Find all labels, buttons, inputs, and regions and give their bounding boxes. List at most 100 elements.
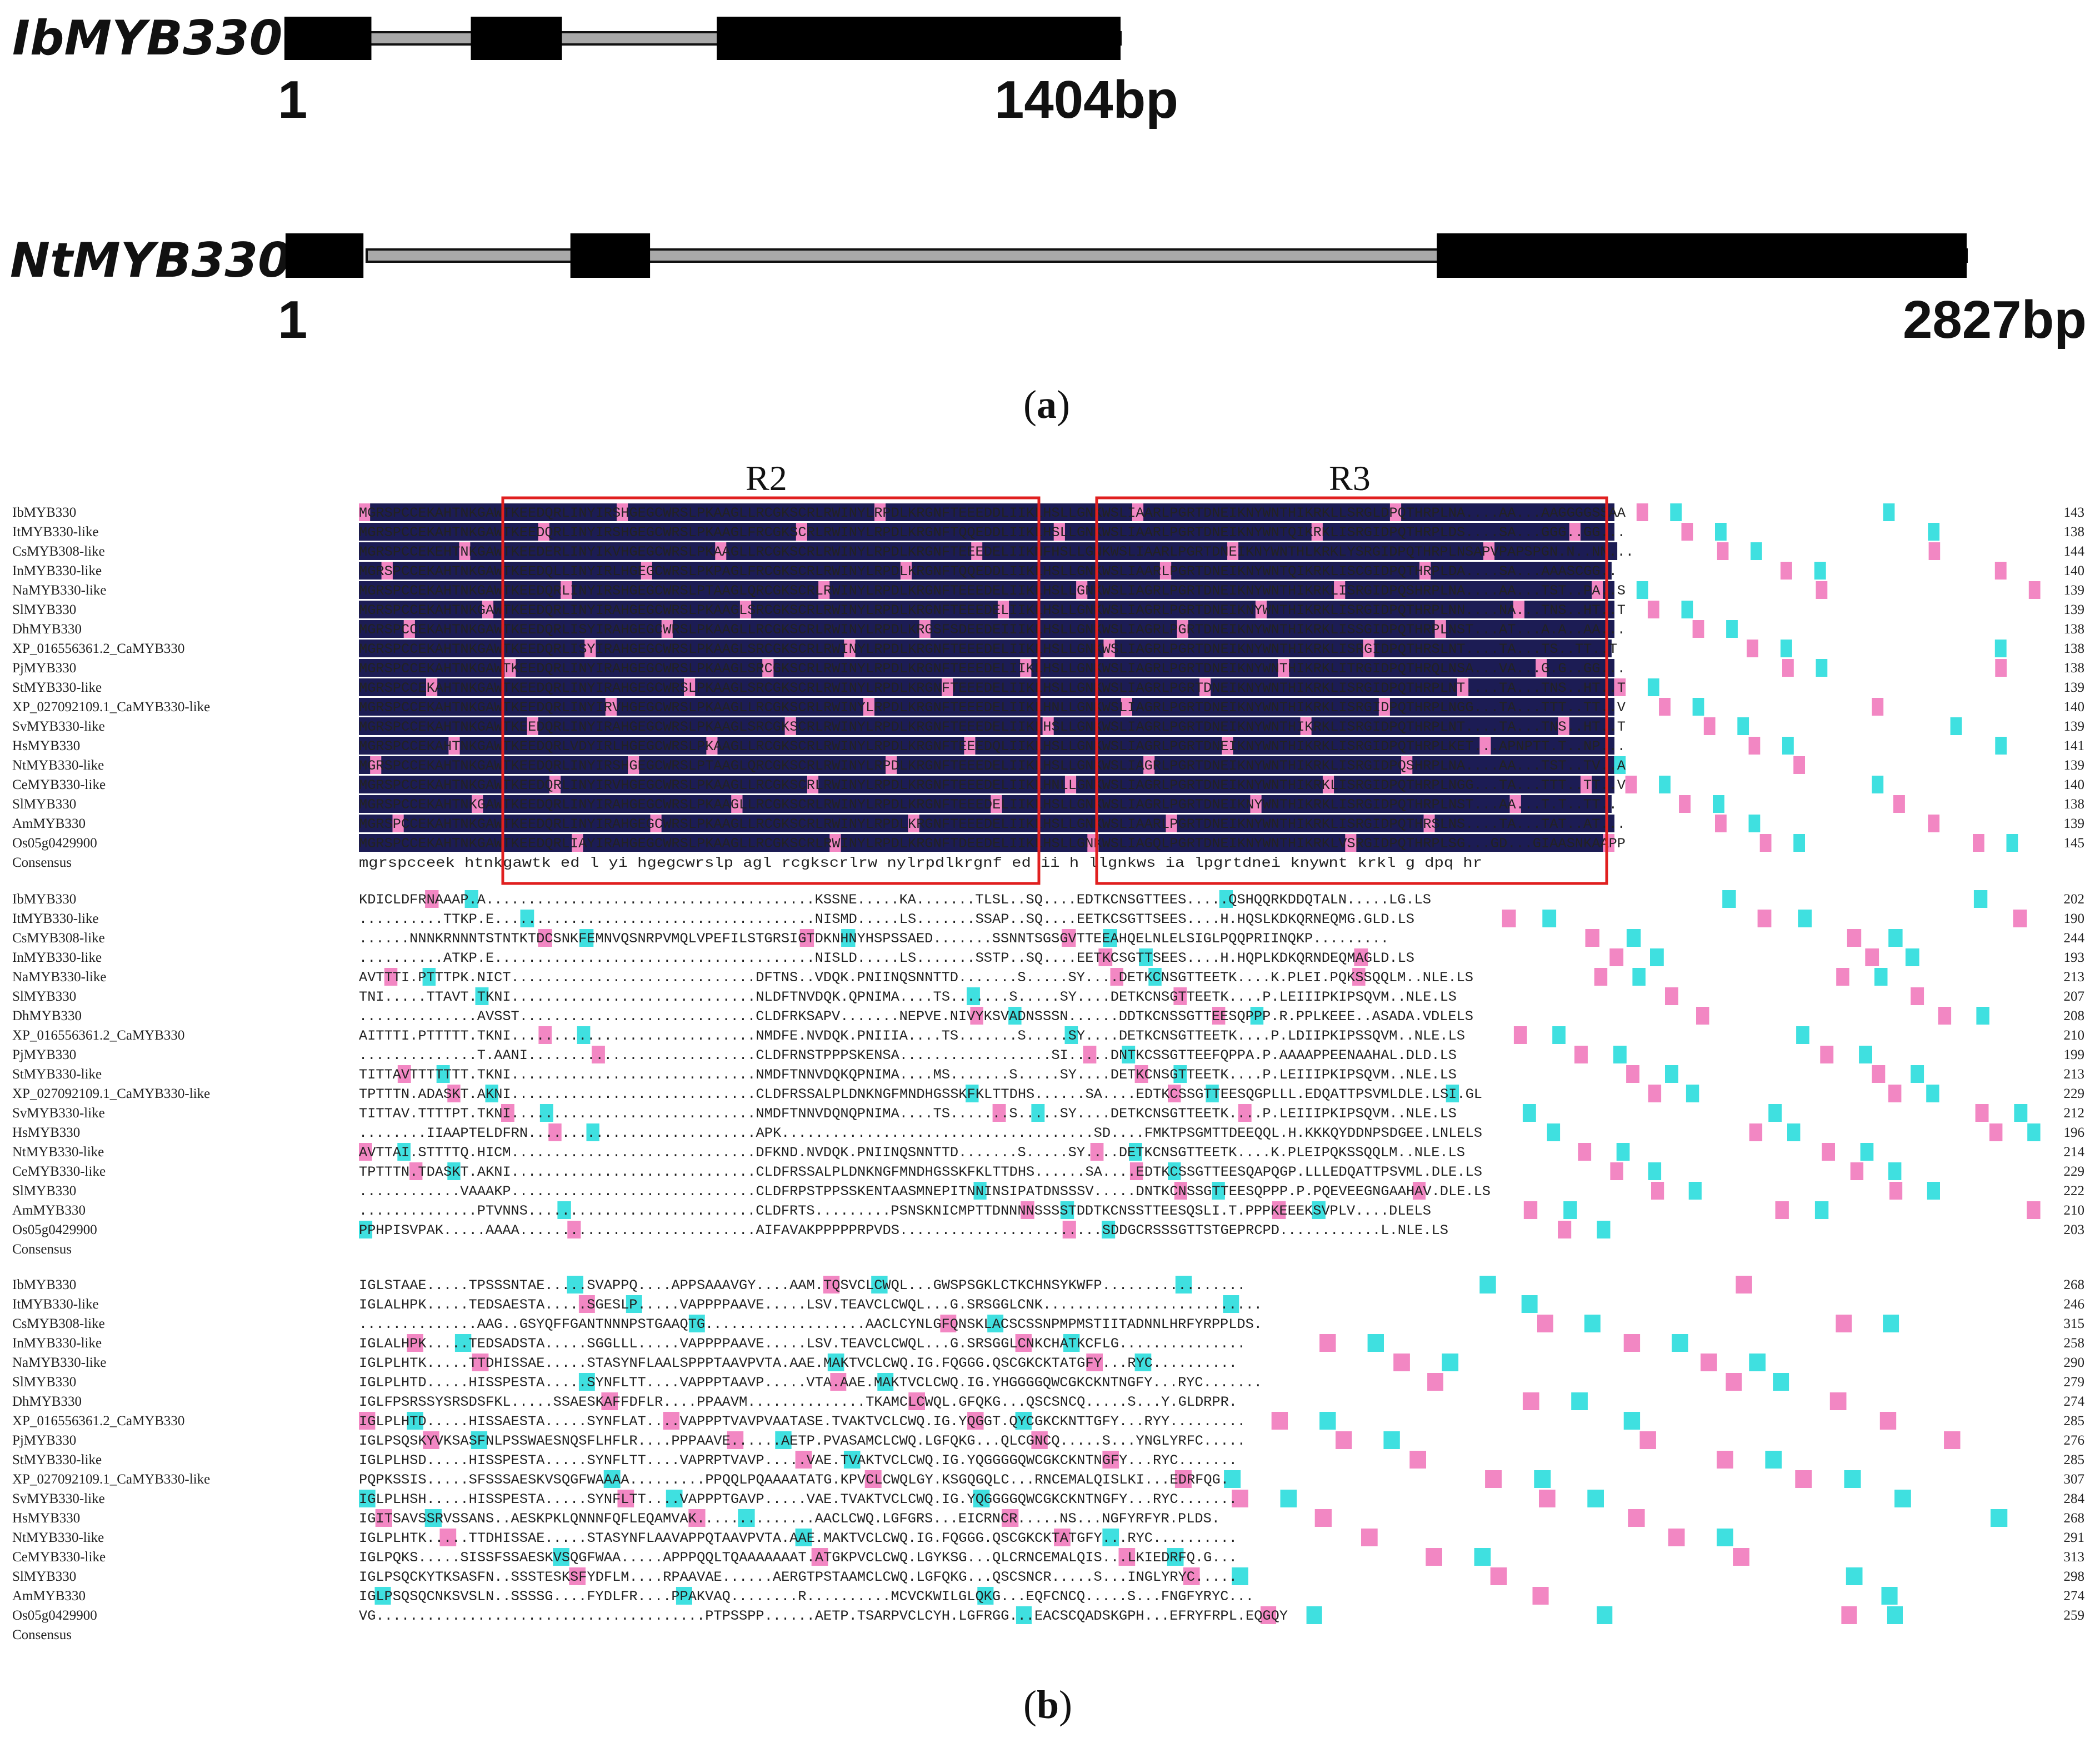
residue-shade	[1887, 1606, 1903, 1624]
residue-shade	[968, 795, 980, 813]
residue-shade	[979, 562, 991, 580]
residue-shade	[1524, 737, 1536, 755]
sequence-name: DhMYB330	[12, 622, 82, 637]
residue-shade	[438, 640, 450, 657]
residue-shade	[1053, 503, 1066, 521]
residue-shade	[1865, 948, 1879, 966]
residue-shade	[1378, 503, 1391, 521]
residue-shade	[1491, 601, 1503, 618]
residue-shade	[1446, 659, 1458, 677]
residue-shade	[923, 640, 935, 657]
residue-shade	[1547, 620, 1559, 638]
residue-shade	[1626, 1065, 1639, 1083]
sequence-name: StMYB330-like	[12, 1067, 102, 1082]
residue-shade	[1098, 678, 1111, 696]
residue-shade	[1356, 698, 1368, 716]
residue-shade	[1171, 562, 1183, 580]
residue-shade	[1374, 640, 1386, 657]
residue-shade	[919, 503, 931, 521]
residue-shade	[482, 717, 494, 735]
sequence-name: XP_027092109.1_CaMYB330-like	[12, 1086, 210, 1101]
residue-shade	[1076, 620, 1088, 638]
residue-shade	[1401, 581, 1413, 599]
residue-shade	[1780, 562, 1792, 580]
residue-shade	[1580, 698, 1592, 716]
residue-shade	[1334, 503, 1346, 521]
sequence-name: PjMYB330	[12, 1047, 76, 1062]
residue-shade	[1534, 1470, 1551, 1488]
residue-shade	[848, 542, 861, 560]
residue-shade	[1883, 1315, 1899, 1332]
residue-shade	[448, 756, 461, 774]
residue-shade	[359, 503, 371, 521]
residue-shade	[796, 756, 808, 774]
sequence-name: SlMYB330	[12, 1569, 76, 1584]
sequence-name: SvMYB330-like	[12, 719, 105, 734]
residue-shade	[1352, 640, 1364, 657]
residue-shade	[1166, 717, 1178, 735]
sequence-name: Consensus	[12, 855, 72, 870]
residue-shade	[583, 601, 595, 618]
residue-shade	[1334, 756, 1346, 774]
residue-shade	[1289, 776, 1301, 793]
residue-shade	[1244, 503, 1256, 521]
sequence-position: 214	[2064, 1145, 2085, 1160]
residue-shade	[1796, 1026, 1809, 1044]
residue-shade	[1748, 815, 1761, 832]
residue-shade	[684, 523, 696, 541]
residue-shade	[426, 503, 438, 521]
residue-shade	[728, 581, 741, 599]
residue-shade	[953, 678, 964, 696]
residue-shade	[663, 562, 676, 580]
residue-shade	[704, 542, 716, 560]
residue-shade	[1076, 776, 1088, 793]
residue-shade	[1322, 737, 1334, 755]
residue-shade	[1002, 562, 1014, 580]
sequence-name: DhMYB330	[12, 1394, 82, 1409]
residue-shade	[1423, 776, 1436, 793]
residue-shade	[1322, 717, 1334, 735]
residue-shade	[584, 795, 597, 813]
residue-shade	[1502, 581, 1514, 599]
residue-shade	[829, 756, 842, 774]
residue-shade	[1748, 737, 1761, 755]
sequence-position: 208	[2064, 1008, 2085, 1023]
residue-shade	[855, 795, 867, 813]
residue-shade	[1340, 562, 1352, 580]
sequence-position: 276	[2064, 1433, 2085, 1448]
residue-shade	[1490, 1567, 1507, 1585]
residue-shade	[1177, 776, 1189, 793]
sequence-name: Consensus	[12, 1242, 72, 1257]
residue-shade	[841, 503, 853, 521]
residue-shade	[1109, 737, 1122, 755]
residue-shade	[1502, 659, 1514, 677]
residue-shade	[919, 523, 931, 541]
residue-shade	[1020, 678, 1032, 696]
residue-shade	[1322, 503, 1334, 521]
residue-shade	[1002, 640, 1014, 657]
residue-shade	[1132, 620, 1144, 638]
residue-shade	[1289, 717, 1301, 735]
residue-shade	[1401, 737, 1413, 755]
residue-shade	[1020, 523, 1032, 541]
residue-shade	[1327, 542, 1339, 560]
residue-shade	[448, 542, 459, 560]
residue-shade	[796, 717, 808, 735]
residue-shade	[784, 659, 797, 677]
residue-shade	[726, 542, 738, 560]
residue-shade	[930, 737, 942, 755]
panel-letter: b	[1037, 1682, 1059, 1727]
residue-shade	[437, 737, 449, 755]
residue-shade	[392, 756, 404, 774]
residue-shade	[1211, 756, 1222, 774]
residue-shade	[1569, 737, 1581, 755]
residue-shade	[784, 581, 797, 599]
residue-shade	[695, 776, 707, 793]
sequence-residues: MGRSPCCEKAHTNKGAWTKEEDQRLINYIRSHGEGCWRSL…	[359, 758, 1626, 774]
residue-shade	[1536, 776, 1547, 793]
residue-shade	[1009, 776, 1021, 793]
residue-shade	[448, 717, 461, 735]
residue-shade	[964, 659, 976, 677]
